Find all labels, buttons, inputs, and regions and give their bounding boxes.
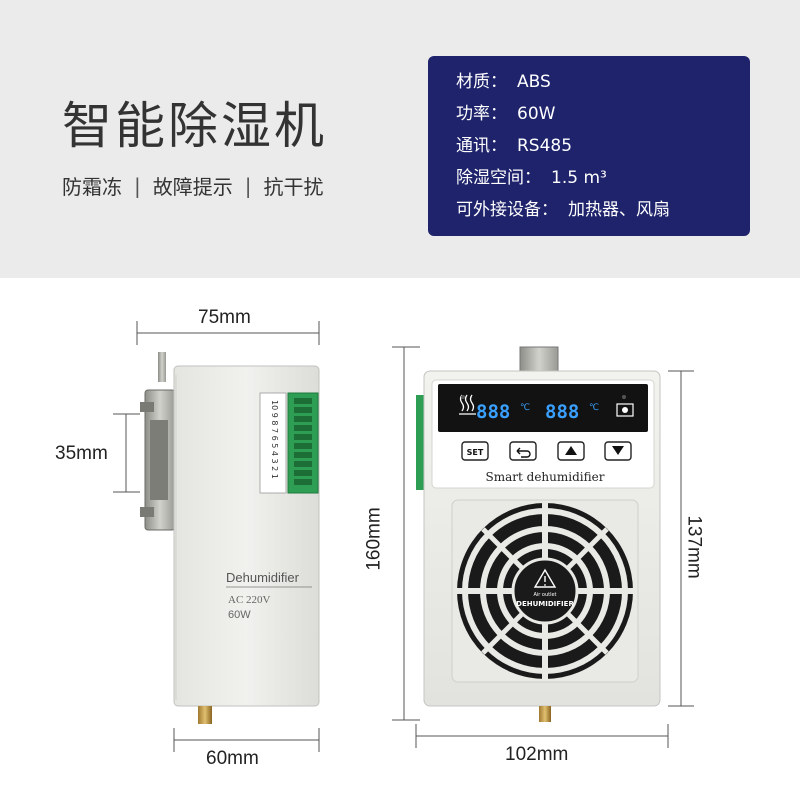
display-screen [438, 384, 648, 432]
side-label-name: Dehumidifier [226, 570, 300, 585]
svg-text:SET: SET [467, 448, 484, 457]
spec-row-external: 可外接设备：加热器、风扇 [456, 200, 670, 220]
side-label-voltage: AC 220V [228, 594, 271, 606]
display-left: 888 [476, 401, 510, 423]
heater-indicator-icon [459, 394, 476, 415]
header-banner: 智能除湿机 防霜冻 | 故障提示 | 抗干扰 材质：ABS 功率：60W 通讯：… [0, 0, 800, 278]
spec-row-material: 材质：ABS [456, 72, 551, 92]
dim-label-rail: 35mm [55, 443, 108, 464]
back-button[interactable] [509, 441, 537, 461]
led-indicator [622, 395, 626, 399]
feature-list: 防霜冻 | 故障提示 | 抗干扰 [62, 171, 324, 200]
terminal-screws [294, 398, 312, 485]
side-terminal [416, 395, 424, 490]
display-right-unit: ℃ [589, 403, 599, 413]
fan-grille [451, 499, 639, 683]
side-label-power: 60W [228, 609, 251, 621]
led-indicator [461, 395, 465, 399]
spec-row-comm: 通讯：RS485 [456, 136, 573, 156]
page-title: 智能除湿机 [62, 97, 327, 155]
down-button[interactable] [604, 441, 632, 461]
dim-label-front-left: 160mm [363, 507, 385, 571]
brand-text: Smart dehumidifier [486, 470, 605, 484]
feature-item: 抗干扰 [263, 175, 324, 199]
dim-label-front-bottom: 102mm [505, 744, 569, 765]
rail-bracket [158, 352, 166, 382]
display-right: 888 [545, 401, 579, 423]
feature-separator: | [244, 173, 252, 198]
down-arrow-icon [612, 446, 624, 455]
spec-row-power: 功率：60W [456, 104, 556, 124]
fan-badge: DEHUMIDIFIER [516, 600, 574, 608]
top-bracket [519, 346, 559, 372]
spec-panel: 材质：ABS 功率：60W 通讯：RS485 除湿空间：1.5 m³ 可外接设备… [428, 56, 750, 236]
terminal-numbers: 10 9 8 7 6 5 4 3 2 1 [270, 400, 279, 479]
up-arrow-icon [565, 446, 577, 455]
feature-item: 故障提示 [152, 175, 233, 199]
display-left-unit: ℃ [520, 403, 530, 413]
spec-row-space: 除湿空间：1.5 m³ [456, 168, 607, 188]
side-view: 10 9 8 7 6 5 4 3 2 1 Dehumidifier AC 220… [113, 321, 320, 752]
dim-label-side-top: 75mm [198, 307, 251, 328]
dim-label-front-right: 137mm [683, 515, 705, 579]
front-drain-nozzle [539, 706, 551, 722]
terminal-label [259, 392, 287, 494]
feature-separator: | [134, 173, 141, 198]
front-view: 888 ℃ 888 ℃ SET Smar [392, 346, 694, 748]
drain-nozzle [198, 706, 212, 724]
up-button[interactable] [557, 441, 585, 461]
din-rail-channel [150, 420, 168, 500]
feature-item: 防霜冻 [62, 175, 122, 199]
fan-badge-small: Air outlet [533, 592, 556, 598]
warning-icon [533, 568, 557, 588]
dim-label-side-bottom: 60mm [206, 748, 259, 769]
set-button[interactable]: SET [461, 441, 489, 461]
fan-indicator-icon [616, 403, 634, 417]
return-icon [516, 447, 531, 458]
